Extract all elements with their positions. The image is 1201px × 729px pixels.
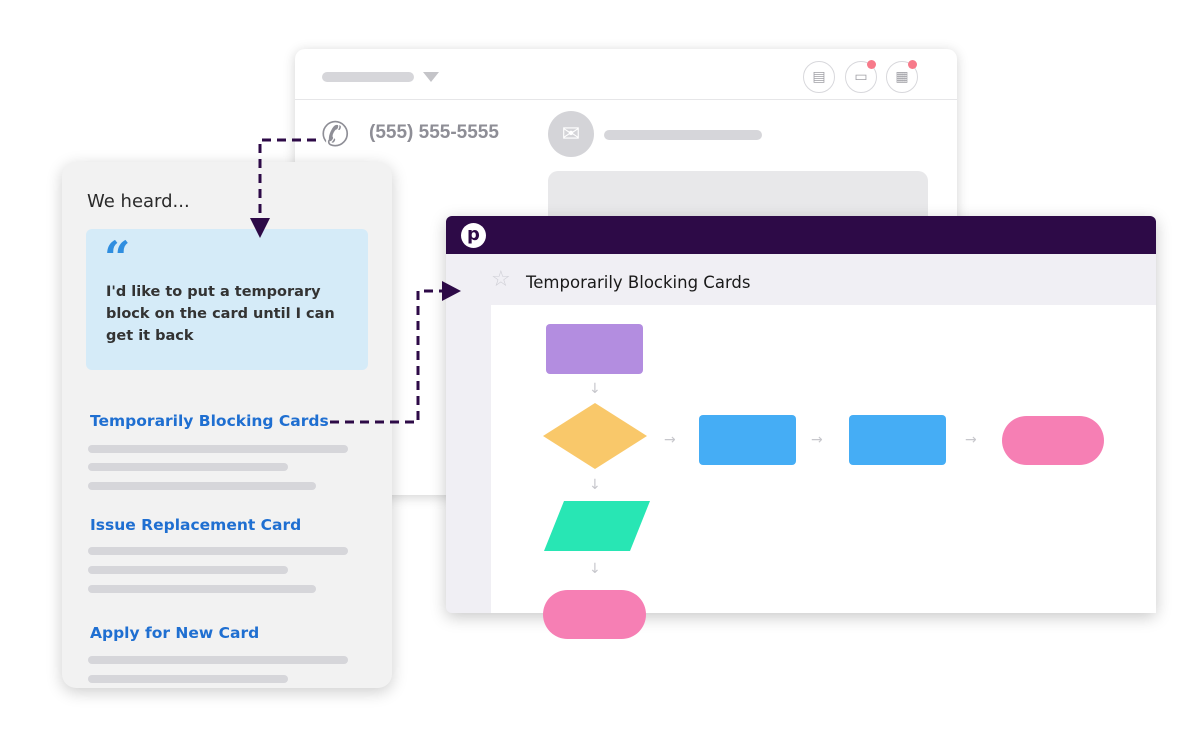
we-heard-panel: We heard... “ I'd like to put a temporar…	[62, 162, 392, 688]
link-apply-for-new-card[interactable]: Apply for New Card	[90, 624, 260, 642]
placeholder-bar	[88, 675, 288, 683]
app-logo: p	[461, 223, 486, 248]
arrow-right-icon: →	[965, 432, 977, 448]
placeholder-bar	[88, 547, 348, 555]
placeholder-bar	[88, 656, 348, 664]
star-icon[interactable]: ☆	[491, 267, 511, 292]
arrow-right-icon: →	[664, 432, 676, 448]
calendar-icon[interactable]: ▦	[886, 60, 918, 93]
placeholder-bar	[322, 72, 414, 82]
app-header: p	[446, 216, 1156, 254]
flow-decision-diamond[interactable]	[543, 403, 647, 469]
phone-number[interactable]: (555) 555-5555	[369, 122, 499, 143]
flow-process-box[interactable]	[699, 415, 796, 465]
quote-icon: “	[104, 231, 131, 285]
arrowhead-icon	[250, 218, 270, 238]
arrow-down-icon: ↓	[589, 561, 601, 577]
quote-box: “ I'd like to put a temporary block on t…	[86, 229, 368, 370]
placeholder-bar	[88, 445, 348, 453]
mail-icon[interactable]: ✉	[548, 111, 594, 157]
link-temporarily-blocking-cards[interactable]: Temporarily Blocking Cards	[90, 412, 329, 430]
chat-icon[interactable]: ▭	[845, 60, 877, 93]
quote-text: I'd like to put a temporary block on the…	[106, 284, 335, 344]
flow-end-pill[interactable]	[1002, 416, 1104, 465]
phone-icon: ✆	[321, 115, 350, 155]
arrow-down-icon: ↓	[589, 477, 601, 493]
flow-start-box[interactable]	[546, 324, 643, 374]
placeholder-bar	[88, 482, 316, 490]
placeholder-bar	[88, 463, 288, 471]
link-issue-replacement-card[interactable]: Issue Replacement Card	[90, 516, 302, 534]
divider	[295, 99, 957, 100]
flow-io-parallelogram[interactable]	[544, 501, 650, 551]
panel-heading: We heard...	[87, 191, 190, 212]
flow-end-pill[interactable]	[543, 590, 646, 639]
flowchart-window: p ☆ Temporarily Blocking Cards ↓ → → → ↓…	[446, 216, 1156, 639]
documents-icon[interactable]: ▤	[803, 61, 835, 93]
notification-dot	[867, 60, 876, 69]
chevron-down-icon[interactable]	[423, 72, 439, 82]
placeholder-bar	[604, 130, 762, 140]
arrow-right-icon: →	[811, 432, 823, 448]
arrow-down-icon: ↓	[589, 381, 601, 397]
notification-dot	[908, 60, 917, 69]
page-title: Temporarily Blocking Cards	[526, 273, 751, 292]
flow-process-box[interactable]	[849, 415, 946, 465]
arrowhead-icon	[442, 281, 461, 301]
placeholder-bar	[88, 585, 316, 593]
placeholder-bar	[88, 566, 288, 574]
